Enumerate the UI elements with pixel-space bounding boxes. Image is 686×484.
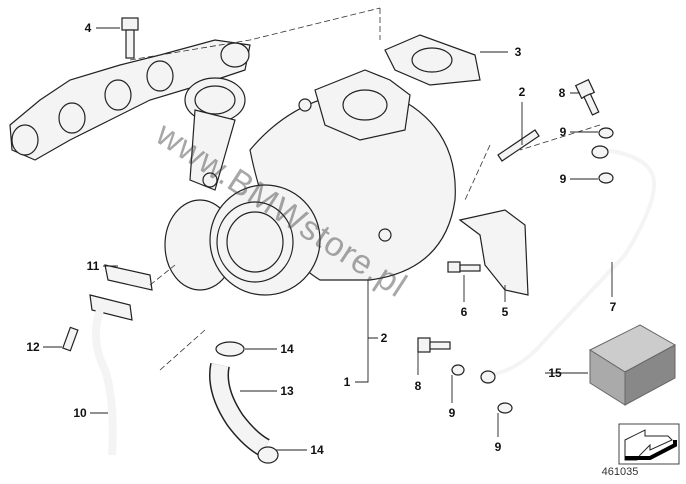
callout-9: 9 <box>559 172 567 186</box>
callout-14: 14 <box>310 443 324 457</box>
turbocharger <box>164 69 456 296</box>
callout-13: 13 <box>280 384 294 398</box>
diagram-number: 461035 <box>601 466 639 478</box>
callout-12: 12 <box>26 340 40 354</box>
exhaust-manifold <box>9 39 251 161</box>
gasket <box>384 34 481 86</box>
callout-15: 15 <box>548 366 562 380</box>
callout-3: 3 <box>514 45 522 59</box>
kit-box <box>588 324 677 406</box>
callout-9: 9 <box>494 440 502 454</box>
callout-8: 8 <box>414 379 422 393</box>
callout-6: 6 <box>460 305 468 319</box>
callout-14: 14 <box>280 342 294 356</box>
callout-9: 9 <box>448 406 456 420</box>
callout-11: 11 <box>86 259 100 273</box>
callout-4: 4 <box>84 21 92 35</box>
callout-2: 2 <box>518 85 526 99</box>
callout-5: 5 <box>501 305 509 319</box>
leader-lines <box>43 27 613 451</box>
bolt <box>121 17 139 59</box>
callout-2: 2 <box>380 331 388 345</box>
callout-1: 1 <box>343 375 351 389</box>
callout-9: 9 <box>559 125 567 139</box>
callout-8: 8 <box>558 86 566 100</box>
callout-10: 10 <box>73 406 87 420</box>
direction-arrow-icon <box>618 423 680 465</box>
callout-7: 7 <box>609 300 617 314</box>
